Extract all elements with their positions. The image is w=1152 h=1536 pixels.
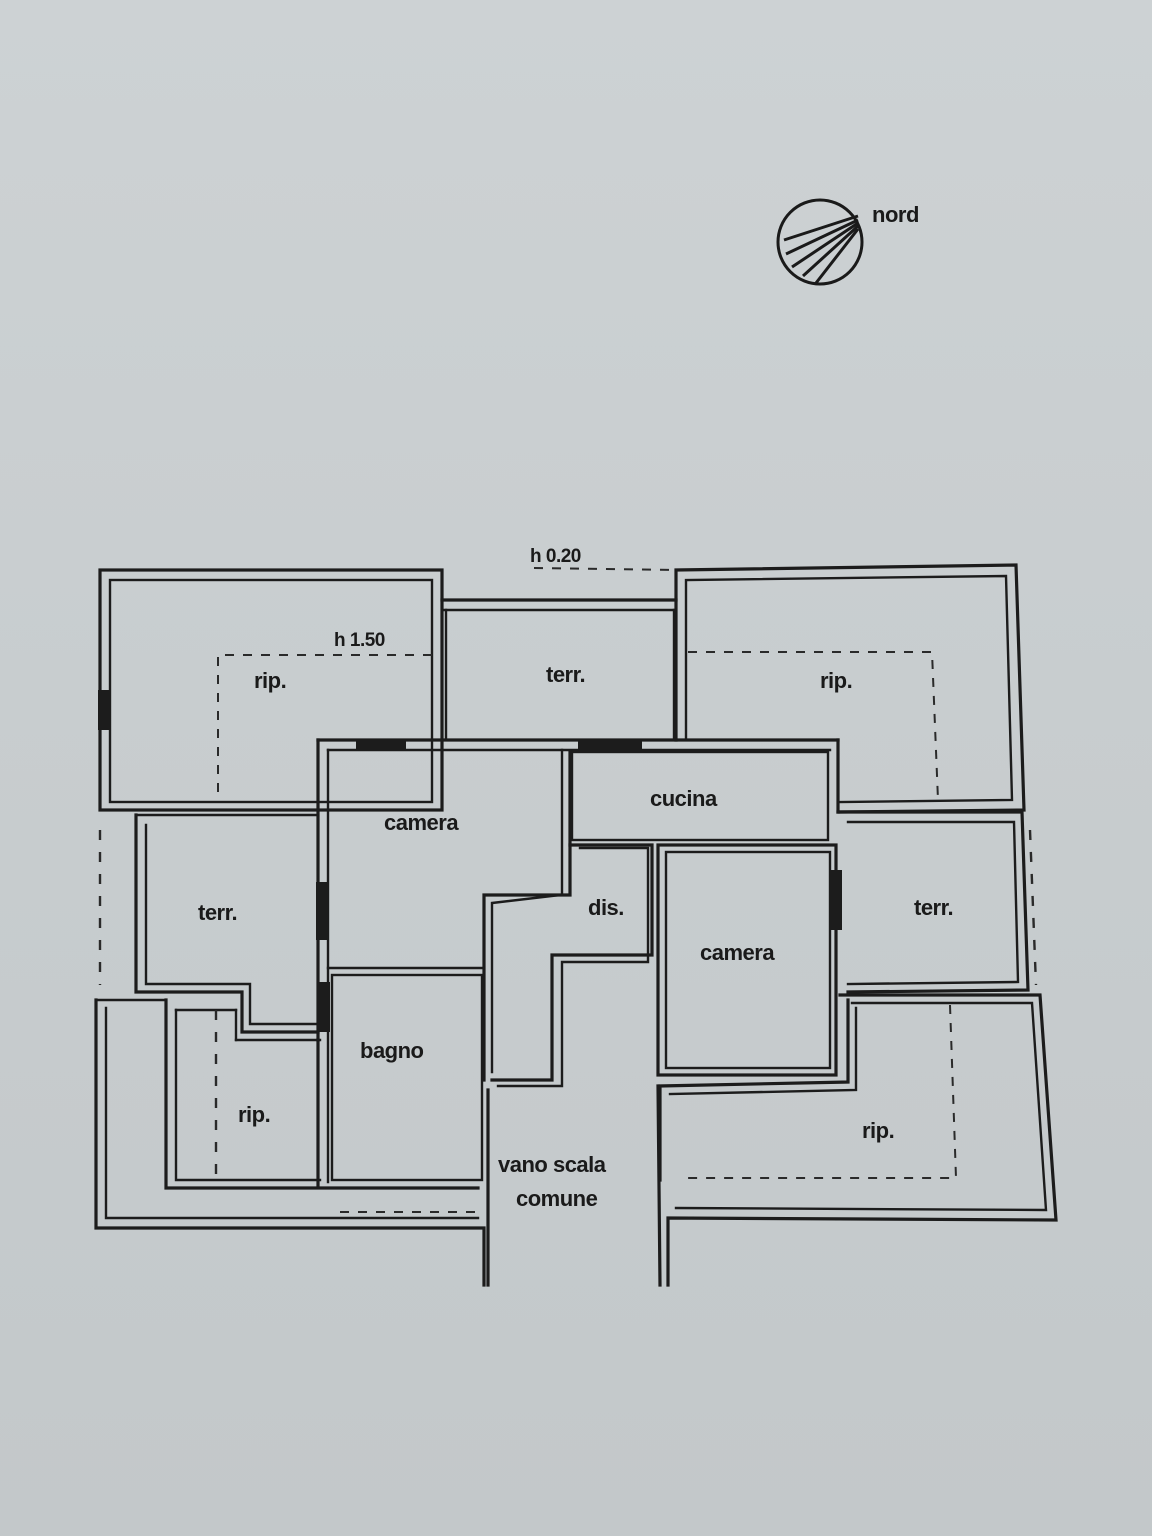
room-label-terr-left: terr. — [198, 900, 237, 925]
north-compass-icon — [776, 198, 864, 286]
compass-label: nord — [872, 202, 919, 227]
wall-blocks — [98, 690, 842, 1032]
room-label-stair-line1: vano scala — [498, 1152, 607, 1177]
room-label-terr-right: terr. — [914, 895, 953, 920]
room-label-stair-line2: comune — [516, 1186, 598, 1211]
room-label-bagno: bagno — [360, 1038, 424, 1063]
room-label-terr-top: terr. — [546, 662, 585, 687]
room-label-rip-top-left: rip. — [254, 668, 286, 693]
height-annotation-left: h 1.50 — [334, 630, 385, 651]
room-label-camera-right: camera — [700, 940, 775, 965]
height-boundaries — [98, 567, 1038, 1213]
room-label-camera-left: camera — [384, 810, 459, 835]
room-label-rip-bottom-left: rip. — [238, 1102, 270, 1127]
room-label-dis: dis. — [588, 895, 624, 920]
room-label-rip-bottom-right: rip. — [862, 1118, 894, 1143]
room-label-cucina: cucina — [650, 786, 718, 811]
room-label-rip-top-right: rip. — [820, 668, 852, 693]
height-annotation-top: h 0.20 — [530, 546, 581, 567]
walls — [94, 563, 1058, 1287]
